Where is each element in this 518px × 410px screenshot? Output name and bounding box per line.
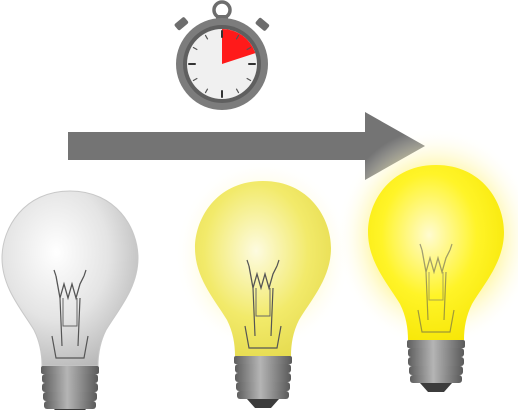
light-bulb-off-icon <box>2 191 138 410</box>
light-bulb-dim-icon <box>175 160 351 408</box>
light-bulb-bright-icon <box>336 128 518 392</box>
stopwatch-icon <box>174 2 270 110</box>
